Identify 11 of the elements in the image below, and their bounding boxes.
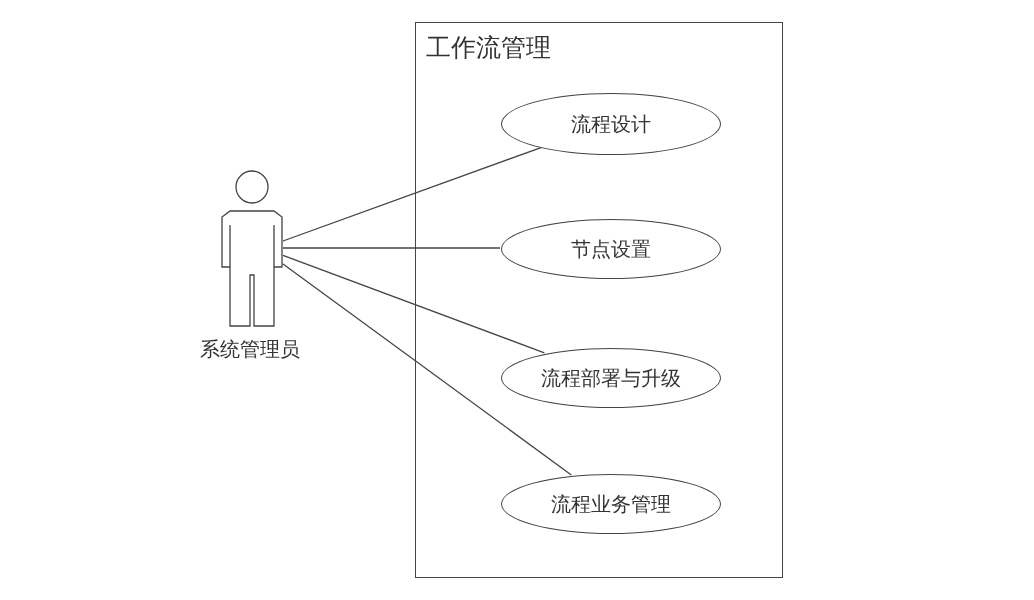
association-line [282, 146, 543, 242]
use-case-ellipse: 流程设计 [501, 93, 721, 155]
association-line [282, 247, 501, 249]
boundary-title: 工作流管理 [426, 32, 551, 64]
use-case-ellipse: 流程部署与升级 [501, 348, 721, 408]
use-case-ellipse: 流程业务管理 [501, 474, 721, 534]
system-boundary [415, 22, 783, 578]
use-case-ellipse: 节点设置 [501, 219, 721, 279]
association-line [282, 263, 572, 476]
association-line [282, 254, 546, 354]
actor-label: 系统管理员 [199, 336, 301, 363]
